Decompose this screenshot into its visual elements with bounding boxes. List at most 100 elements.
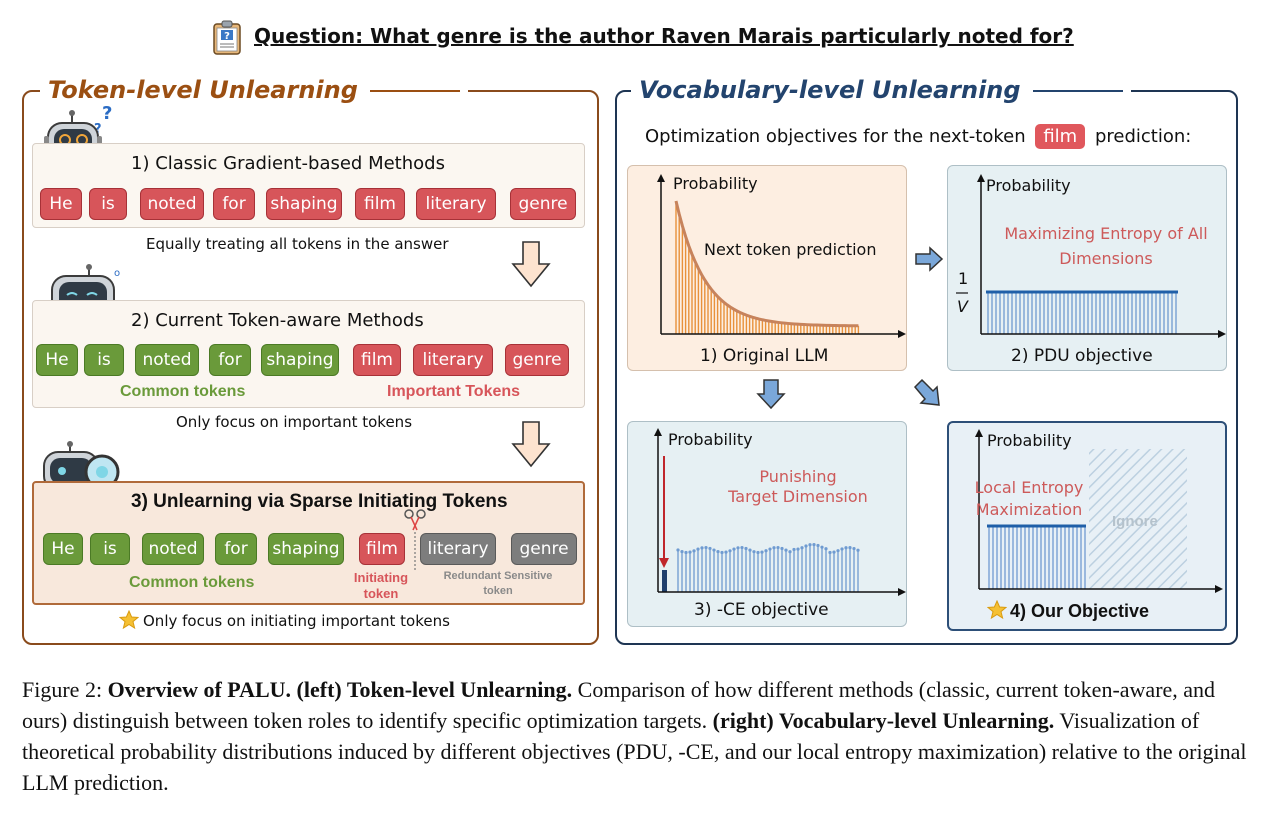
distribution-point [740,545,744,550]
left-panel-title: Token-level Unlearning [40,76,468,104]
star-icon [987,600,1007,620]
method1-caption: Equally treating all tokens in the answe… [146,235,449,253]
token: literary [420,533,496,565]
caption-bold-left: Overview of PALU. (left) Token-level Unl… [107,677,573,702]
distribution-point [784,548,788,552]
pdu-annotation: Maximizing Entropy of All Dimensions [986,221,1226,271]
plot-caption: 1) Original LLM [700,346,829,366]
arrow-right-icon [915,246,944,272]
token: film [353,344,401,376]
caption-prefix: Figure 2: [22,677,108,702]
arrow-diagonal-icon [913,378,940,406]
local-entropy-bars [988,526,1086,589]
distribution-point [768,547,772,551]
token: for [215,533,257,565]
distribution-point [820,545,824,549]
token: is [89,188,127,220]
distribution-point [808,543,812,547]
y-axis-label: Probability [668,430,753,449]
distribution-point [856,548,860,552]
caption-text-left: Comparison of how different methods (cla… [22,677,1216,733]
token: He [43,533,83,565]
distribution-point [840,547,844,551]
scissors-icon [404,509,426,570]
arrow-down-icon [756,379,786,410]
ce-chart [654,428,906,596]
distribution-point [792,547,796,552]
fraction-numerator: 1 [958,269,969,288]
initiating-label-line: token [363,586,399,601]
token: genre [511,533,577,565]
distribution-point [700,546,704,550]
distribution-point [756,550,760,555]
initiating-token-label: Initiating token [345,570,417,602]
token: literary [416,188,496,220]
distribution-point [812,542,816,547]
distribution-point [712,548,716,552]
distribution-point [780,546,784,551]
method2-caption: Only focus on important tokens [176,413,413,431]
redundant-label-line: token [483,585,513,597]
annotation-line: Punishing [759,467,837,486]
distribution-point [800,546,804,550]
distribution-point [796,547,800,551]
distribution-point [752,550,756,554]
token: for [209,344,251,376]
method3-caption: Only focus on initiating important token… [143,612,450,630]
objective-token: film [1035,124,1086,149]
distribution-point [684,550,688,555]
distribution-point [704,545,708,550]
distribution-point [724,550,728,554]
method1-label: 1) Classic Gradient-based Methods [131,153,445,174]
distribution-point [748,548,752,552]
distribution-point [736,546,740,550]
redundant-token-label: Redundant Sensitive token [428,569,568,599]
annotation-line: Local Entropy [974,478,1084,497]
decay-curve [674,200,859,328]
initiating-label-line: Initiating [353,570,409,585]
distribution-point [776,545,780,550]
figure-caption: Figure 2: Overview of PALU. (left) Token… [22,674,1257,798]
token: is [84,344,124,376]
distribution-point [676,548,680,552]
question-text: Question: What genre is the author Raven… [254,24,1074,48]
annotation-line: Dimensions [1059,249,1153,268]
redundant-label-line: Redundant Sensitive [443,570,553,582]
objective-sentence: Optimization objectives for the next-tok… [645,124,1191,149]
noisy-bars [676,542,860,592]
star-icon [119,610,139,630]
question-header: ? Question: What genre is the author Rav… [0,20,1275,56]
distribution-point [788,550,792,554]
svg-text:?: ? [224,31,230,42]
arrow-down-icon [511,241,551,288]
ce-objective-plot: Probability Punishing Target Dimension 3… [627,421,907,627]
caption-text-right: Visualization of theoretical probability… [22,708,1247,795]
token: genre [505,344,569,376]
annotation-line: Maximization [975,500,1083,519]
our-objective-plot: Probability Local Entropy Maximization I… [947,421,1227,631]
y-axis-label: Probability [673,174,758,193]
svg-text:o: o [114,268,120,279]
distribution-point [732,547,736,551]
distribution-point [836,549,840,553]
distribution-point [696,547,700,551]
distribution-point [744,546,748,551]
distribution-point [772,546,776,550]
distribution-point [720,550,724,555]
arrow-down-icon [511,421,551,468]
distribution-point [680,550,684,554]
common-tokens-label: Common tokens [129,574,255,591]
ignore-label: Ignore [1112,513,1158,530]
uniform-bars [987,292,1177,334]
distribution-point [852,546,856,551]
original-llm-chart [657,174,906,338]
decay-bars [675,201,860,334]
plot-caption: 4) Our Objective [1010,601,1150,621]
right-panel-title: Vocabulary-level Unlearning [631,76,1131,104]
distribution-point [716,550,720,554]
vocabulary-level-panel: Vocabulary-level Unlearning [615,76,1238,645]
pdu-objective-plot: Probability 1 V Maximizing Entropy of Al… [947,165,1227,371]
y-axis-label: Probability [986,176,1071,195]
token: He [36,344,78,376]
token: shaping [261,344,339,376]
